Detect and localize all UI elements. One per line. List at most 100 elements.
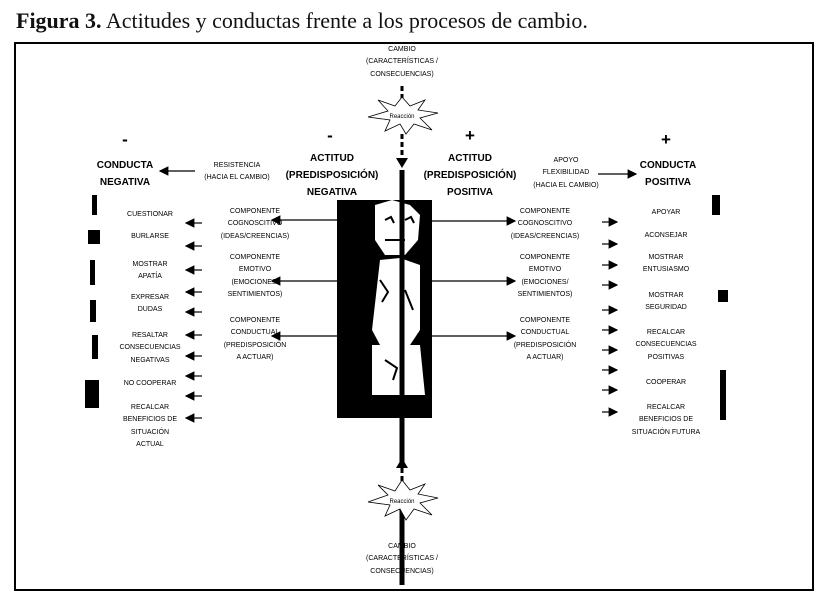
text-line: EMOTIVO bbox=[528, 266, 562, 274]
arrow-down-icon bbox=[396, 158, 408, 168]
text-line: COOPERAR bbox=[645, 379, 687, 386]
behavior-item: ACONSEJAR bbox=[645, 230, 688, 242]
conducta-positiva: CONDUCTA POSITIVA bbox=[640, 157, 696, 191]
text-line: A ACTUAR) bbox=[236, 353, 274, 361]
text-line: CONDUCTUAL bbox=[230, 329, 280, 337]
behavior-item: APOYAR bbox=[652, 207, 681, 219]
figure-label: Figura 3. bbox=[16, 8, 102, 33]
text-line: RECALCAR bbox=[130, 404, 170, 411]
text-line: CONDUCTA bbox=[96, 160, 154, 171]
text-line: CONSECUENCIAS bbox=[635, 341, 697, 349]
text-line: (PREDISPOSICIÓN) bbox=[285, 170, 379, 181]
reaction-star-bottom bbox=[367, 479, 439, 521]
text-line: NEGATIVAS bbox=[130, 356, 170, 364]
text-line: (IDEAS/CREENCIAS) bbox=[220, 232, 290, 240]
text-line: (HACIA EL CAMBIO) bbox=[204, 174, 270, 182]
behavior-item: EXPRESAR DUDAS bbox=[131, 292, 169, 317]
text-line: DUDAS bbox=[137, 306, 163, 314]
actitud-negativa: ACTITUD (PREDISPOSICIÓN) NEGATIVA bbox=[286, 150, 379, 201]
text-line: SENTIMIENTOS) bbox=[517, 290, 573, 298]
text-line: EMOTIVO bbox=[238, 266, 272, 274]
negative-sign: - bbox=[122, 130, 128, 149]
resistencia-label: RESISTENCIA (HACIA EL CAMBIO) bbox=[204, 160, 269, 185]
text-line: MOSTRAR bbox=[648, 292, 684, 299]
component-block: COMPONENTE CONDUCTUAL (PREDISPOSICIÓN A ACT… bbox=[514, 315, 577, 364]
text-line: COGNOSCITIVO bbox=[517, 220, 573, 228]
text-line: (PREDISPOSICIÓN bbox=[513, 341, 577, 349]
actitud-negative-sign: - bbox=[327, 126, 333, 145]
text-line: SITUACIÓN bbox=[130, 428, 170, 436]
text-line: BENEFICIOS DE bbox=[122, 416, 178, 424]
text-line: COMPONENTE bbox=[229, 208, 281, 215]
text-line: NEGATIVA bbox=[99, 177, 151, 188]
text-line: CUESTIONAR bbox=[127, 211, 173, 218]
text-line: NO COOPERAR bbox=[123, 380, 177, 387]
behavior-item: NO COOPERAR bbox=[124, 378, 177, 390]
behavior-item: MOSTRAR SEGURIDAD bbox=[645, 290, 687, 315]
actitud-positive-sign: + bbox=[465, 126, 475, 145]
text-line: POSITIVAS bbox=[647, 353, 685, 361]
text-line: NEGATIVA bbox=[306, 187, 358, 198]
text-line: COMPONENTE bbox=[229, 317, 281, 324]
behavior-item: COOPERAR bbox=[646, 377, 686, 389]
text-line: APATÍA bbox=[138, 273, 162, 281]
conducta-negativa: CONDUCTA NEGATIVA bbox=[97, 157, 153, 191]
behavior-item: CUESTIONAR bbox=[127, 209, 173, 221]
text-line: (EMOCIONES/ bbox=[521, 278, 569, 286]
text-line: ACTITUD bbox=[310, 153, 354, 164]
text-line: (CARACTERÍSTICAS / bbox=[366, 58, 438, 66]
person-figure bbox=[337, 200, 432, 418]
apoyo-label: APOYO FLEXIBILIDAD (HACIA EL CAMBIO) bbox=[533, 155, 598, 192]
reaction-star-top bbox=[367, 96, 439, 135]
text-line: SEGURIDAD bbox=[645, 304, 687, 312]
text-line: CAMBIO bbox=[388, 46, 416, 53]
text-line: BURLARSE bbox=[131, 233, 169, 240]
component-block: COMPONENTE COGNOSCITIVO (IDEAS/CREENCIAS) bbox=[511, 206, 579, 243]
text-line: ACTITUD bbox=[448, 153, 492, 164]
diagram-frame bbox=[14, 42, 814, 591]
text-line: POSITIVA bbox=[645, 177, 691, 188]
text-line: (PREDISPOSICIÓN) bbox=[423, 170, 517, 181]
top-reaction-label: Reacción bbox=[389, 114, 415, 120]
text-line: SITUACIÓN FUTURA bbox=[631, 428, 701, 436]
text-line: COMPONENTE bbox=[229, 254, 281, 261]
figure-title: Figura 3. Actitudes y conductas frente a… bbox=[16, 8, 588, 34]
text-line: CONSECUENCIAS bbox=[119, 344, 181, 352]
bottom-reaction-label: Reacción bbox=[389, 499, 415, 505]
text-line: RECALCAR bbox=[646, 404, 686, 411]
text-line: MOSTRAR bbox=[132, 261, 168, 268]
text-line: FLEXIBILIDAD bbox=[542, 169, 590, 177]
text-line: COMPONENTE bbox=[519, 254, 571, 261]
text-line: (IDEAS/CREENCIAS) bbox=[510, 232, 580, 240]
text-line: COMPONENTE bbox=[519, 317, 571, 324]
text-line: COMPONENTE bbox=[519, 208, 571, 215]
positive-sign: + bbox=[661, 130, 671, 149]
text-line: CONDUCTUAL bbox=[520, 329, 570, 337]
behavior-item: RECALCAR CONSECUENCIAS POSITIVAS bbox=[635, 327, 696, 364]
text-line: RECALCAR bbox=[646, 329, 686, 336]
text-line: SENTIMIENTOS) bbox=[227, 290, 283, 298]
behavior-item: RECALCAR BENEFICIOS DE SITUACIÓN ACTUAL bbox=[123, 402, 177, 451]
text-line: A ACTUAR) bbox=[526, 353, 564, 361]
text-line: CONDUCTA bbox=[639, 160, 697, 171]
scribble-figures bbox=[85, 195, 728, 420]
text-line: POSITIVA bbox=[447, 187, 493, 198]
text-line: CONSECUENCIAS) bbox=[370, 567, 434, 575]
arrows bbox=[158, 166, 638, 341]
text-line: (HACIA EL CAMBIO) bbox=[533, 181, 599, 189]
text-line: APOYO bbox=[553, 157, 579, 164]
bottom-change-label: CAMBIO (CARACTERÍSTICAS / CONSECUENCIAS) bbox=[366, 541, 438, 578]
behavior-item: MOSTRAR APATÍA bbox=[133, 259, 168, 284]
figure-caption: Actitudes y conductas frente a los proce… bbox=[101, 8, 588, 33]
actitud-positiva: ACTITUD (PREDISPOSICIÓN) POSITIVA bbox=[424, 150, 517, 201]
text-line: EXPRESAR bbox=[130, 294, 170, 301]
text-line: APOYAR bbox=[651, 209, 681, 216]
text-line: ACTUAL bbox=[136, 440, 164, 448]
